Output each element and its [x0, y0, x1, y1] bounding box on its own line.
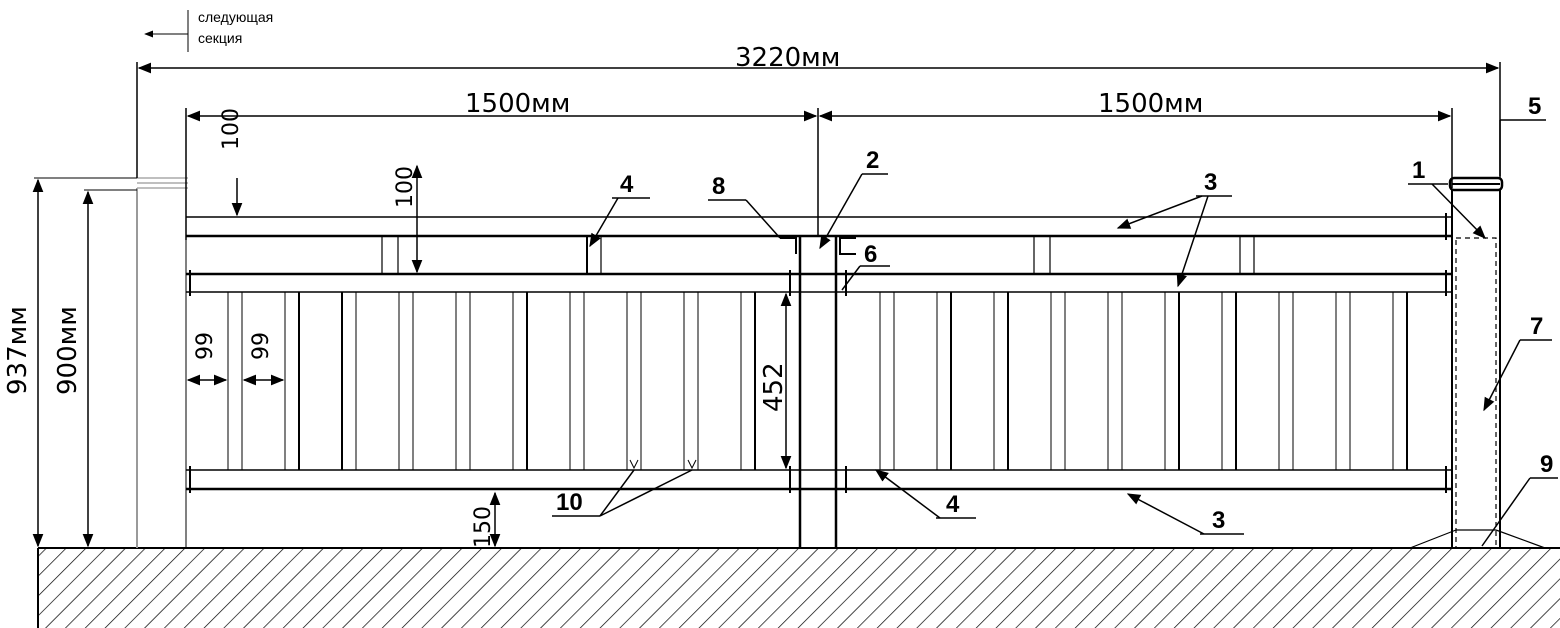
center-post [798, 236, 838, 548]
callout-9-label: 9 [1540, 451, 1553, 478]
callout-7: 7 [1483, 313, 1552, 412]
balusters-left [227, 292, 756, 470]
dim-bar-spacing-b-label: 99 [249, 332, 274, 360]
dim-rail-gap-label: 100 [393, 166, 418, 208]
callout-7-label: 7 [1530, 313, 1543, 340]
dim-bar-spacing-a-label: 99 [193, 332, 218, 360]
callout-3b: 3 [1126, 493, 1244, 535]
rail-brackets [189, 213, 1447, 493]
callout-1: 1 [1408, 157, 1486, 239]
callout-5-label: 5 [1528, 93, 1541, 120]
dim-spans: 1500мм 1500мм [185, 89, 1453, 236]
note-line-1: следующая [198, 9, 273, 25]
top-rail-inner [186, 272, 1452, 293]
callout-6: 6 [841, 241, 890, 291]
post-cap [1448, 176, 1504, 192]
callout-2: 2 [819, 147, 888, 250]
weld-marks [629, 459, 697, 470]
dim-left-span-label: 1500мм [465, 89, 570, 119]
dim-top-gap: 100 [219, 108, 244, 217]
right-post [1451, 188, 1501, 549]
callout-8: 8 [708, 173, 781, 239]
dim-total-label: 3220мм [735, 43, 840, 73]
callout-3a: 3 [1116, 169, 1232, 288]
dim-bar-height-label: 452 [759, 362, 789, 412]
dim-bottom-gap-label: 150 [471, 506, 496, 548]
top-rail-outer [185, 212, 1452, 240]
dim-height-rail-label: 900мм [53, 306, 83, 395]
dim-rail-gap: 100 [393, 164, 423, 274]
callout-4b: 4 [874, 469, 976, 519]
bottom-rail [186, 469, 1452, 491]
callout-3b-label: 3 [1212, 507, 1225, 534]
left-end-post [136, 177, 188, 548]
callout-3a-label: 3 [1204, 169, 1217, 196]
dim-height-total-label: 937мм [3, 306, 33, 395]
dim-bar-height: 452 [759, 292, 792, 470]
dim-top-gap-label: 100 [219, 108, 244, 150]
callout-10-label: 10 [556, 489, 583, 516]
callout-10: 10 [552, 469, 693, 517]
callout-4a-label: 4 [620, 171, 634, 198]
callout-8-label: 8 [712, 173, 725, 200]
note-line-2: секция [198, 30, 242, 46]
dim-heights: 937мм 900мм [3, 177, 137, 548]
balusters-right [879, 292, 1408, 470]
next-section-note: следующая секция [144, 9, 273, 52]
callout-1-label: 1 [1412, 157, 1425, 184]
dim-right-span-label: 1500мм [1098, 89, 1203, 119]
ground [37, 547, 1560, 628]
callout-9: 9 [1481, 451, 1558, 547]
dim-bar-spacing: 99 99 [186, 332, 285, 386]
callout-2-label: 2 [866, 147, 879, 174]
callout-5: 5 [1499, 93, 1546, 176]
upper-spacers [381, 236, 1255, 274]
dim-bottom-gap: 150 [471, 491, 501, 548]
callout-4a: 4 [589, 171, 650, 248]
post-footing [1409, 529, 1546, 549]
callout-4b-label: 4 [946, 491, 960, 518]
callout-6-label: 6 [864, 241, 877, 268]
